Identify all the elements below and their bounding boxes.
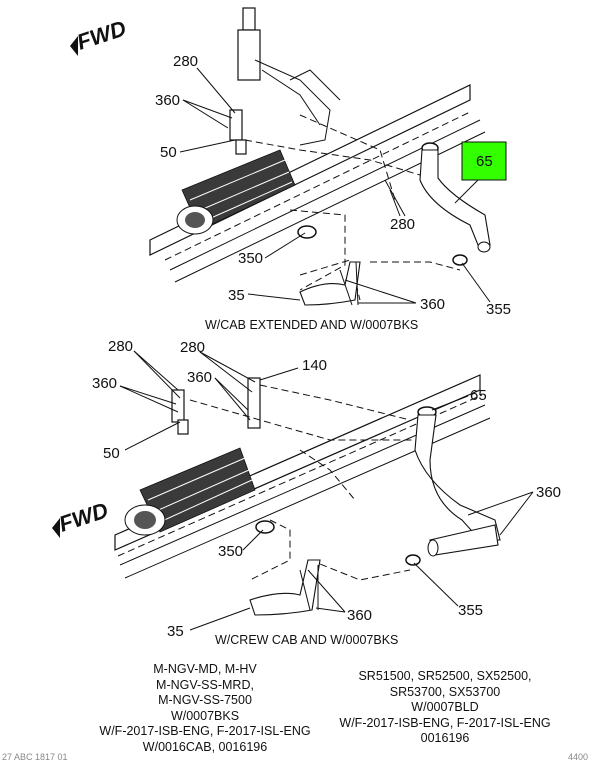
clamp-355-bottom xyxy=(405,554,421,566)
callout-350[interactable]: 350 xyxy=(218,543,243,560)
pipe-routing-dashed-bottom xyxy=(189,384,420,581)
fwd-label: FWD xyxy=(74,15,129,54)
fwd-arrow-icon xyxy=(70,36,78,56)
note-line: M-NGV-SS-7500 xyxy=(158,693,252,707)
applicability-notes-left: M-NGV-MD, M-HV M-NGV-SS-MRD, M-NGV-SS-75… xyxy=(60,662,350,755)
note-line: M-NGV-MD, M-HV xyxy=(153,662,257,676)
exhaust-pipe-65-top xyxy=(419,142,491,253)
callout-50[interactable]: 50 xyxy=(103,445,120,462)
engine-block-top xyxy=(176,149,296,235)
engine-block-bottom xyxy=(124,447,256,536)
applicability-notes-right: SR51500, SR52500, SX52500, SR53700, SX53… xyxy=(330,669,560,747)
callout-350[interactable]: 350 xyxy=(238,250,263,267)
mount-bracket-top xyxy=(229,109,247,155)
note-line: 0016196 xyxy=(420,731,470,745)
leader-lines-top xyxy=(179,67,491,304)
callout-355[interactable]: 355 xyxy=(486,301,511,318)
note-line: M-NGV-SS-MRD, xyxy=(156,677,254,692)
callout-280[interactable]: 280 xyxy=(390,216,415,233)
tailpipe-35-bottom xyxy=(249,559,321,616)
exhaust-pipe-65-bottom xyxy=(414,406,501,557)
callout-50[interactable]: 50 xyxy=(160,144,177,161)
note-line: W/0007BLD xyxy=(411,700,479,714)
callout-355[interactable]: 355 xyxy=(458,602,483,619)
upper-bracket xyxy=(237,7,341,146)
leader-lines-bottom xyxy=(119,350,534,631)
footer-page: 4400 xyxy=(568,752,589,762)
note-line: W/F-2017-ISB-ENG, F-2017-ISL-ENG xyxy=(99,724,311,738)
footer-code: 27 ABC 1817 01 xyxy=(2,752,68,762)
callout-360[interactable]: 360 xyxy=(92,375,117,392)
callout-35[interactable]: 35 xyxy=(228,287,245,304)
callout-360[interactable]: 360 xyxy=(536,484,561,501)
caption-top: W/CAB EXTENDED AND W/0007BKS xyxy=(205,318,418,332)
callout-280[interactable]: 280 xyxy=(180,339,205,356)
clamp-355-top xyxy=(452,254,468,266)
callout-360[interactable]: 360 xyxy=(347,607,372,624)
callout-280[interactable]: 280 xyxy=(108,338,133,355)
mount-brackets-bottom xyxy=(171,377,261,435)
callout-360[interactable]: 360 xyxy=(187,369,212,386)
note-line: SR51500, SR52500, SX52500, xyxy=(358,669,532,683)
bottom-view: FWD xyxy=(52,338,561,647)
callout-140[interactable]: 140 xyxy=(302,357,327,374)
clamp-350-bottom xyxy=(255,520,275,534)
callout-360[interactable]: 360 xyxy=(420,296,445,313)
top-view: FWD xyxy=(70,7,511,332)
caption-bottom: W/CREW CAB AND W/0007BKS xyxy=(215,633,398,647)
fwd-label: FWD xyxy=(56,497,111,536)
callout-65[interactable]: 65 xyxy=(470,387,487,404)
callout-65[interactable]: 65 xyxy=(476,153,493,170)
callout-280[interactable]: 280 xyxy=(173,53,198,70)
fwd-arrow-icon xyxy=(52,518,60,538)
note-line: SR53700, SX53700 xyxy=(389,684,501,699)
callout-360[interactable]: 360 xyxy=(155,92,180,109)
highlight-box-65[interactable] xyxy=(461,141,507,181)
callout-35[interactable]: 35 xyxy=(167,623,184,640)
note-line: W/F-2017-ISB-ENG, F-2017-ISL-ENG xyxy=(339,715,551,730)
note-line: W/0016CAB, 0016196 xyxy=(142,739,268,754)
tailpipe-35-top xyxy=(299,261,361,306)
note-line: W/0007BKS xyxy=(170,708,240,723)
